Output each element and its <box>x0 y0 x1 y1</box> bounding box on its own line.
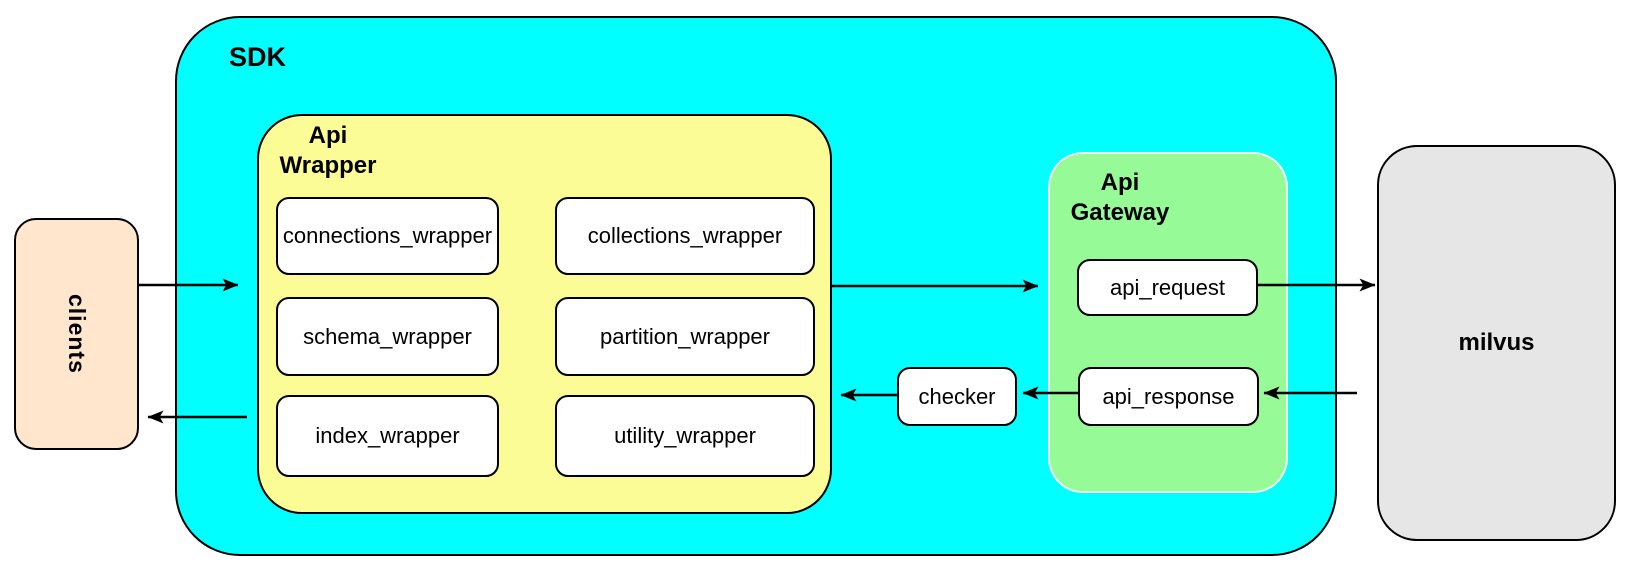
schema-wrapper-node: schema_wrapper <box>276 297 499 376</box>
partition-wrapper-node: partition_wrapper <box>555 297 815 376</box>
connections-wrapper-node: connections_wrapper <box>276 197 499 275</box>
clients-label: clients <box>64 294 90 374</box>
api-response-node: api_response <box>1078 367 1259 426</box>
milvus-label: milvus <box>1458 329 1535 356</box>
api-request-node: api_request <box>1077 259 1258 316</box>
index-wrapper-node: index_wrapper <box>276 395 499 477</box>
collections-wrapper-node: collections_wrapper <box>555 197 815 275</box>
utility-wrapper-node: utility_wrapper <box>555 395 815 477</box>
clients-node: clients <box>14 218 139 450</box>
checker-node: checker <box>897 367 1017 426</box>
sdk-label: SDK <box>229 42 287 72</box>
api-gateway-container: Api Gateway <box>1048 152 1288 493</box>
api-gateway-label: Api Gateway <box>1070 169 1170 226</box>
api-wrapper-label: Api Wrapper <box>279 122 377 179</box>
milvus-node: milvus <box>1377 145 1616 541</box>
